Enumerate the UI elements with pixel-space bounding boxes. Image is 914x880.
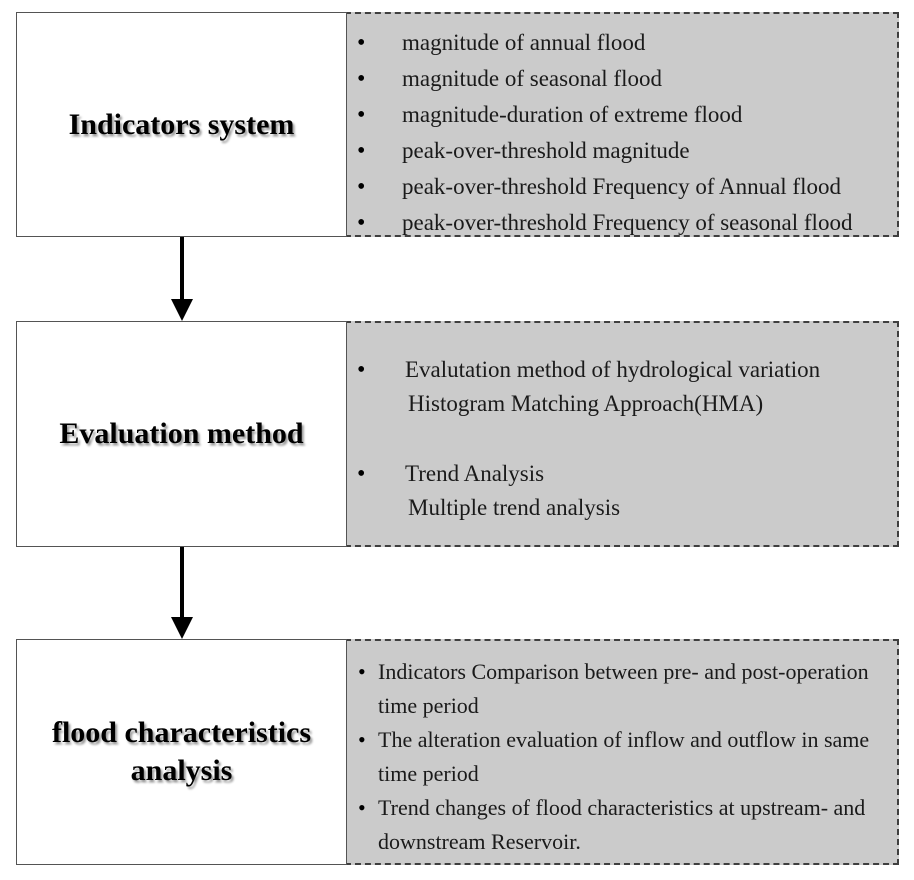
evaluation-method-panel: • Evalutation method of hydrological var… (345, 321, 899, 547)
list-item-text: The alteration evaluation of inflow and … (378, 727, 870, 752)
list-item-text: peak-over-threshold magnitude (402, 138, 690, 163)
list-item: • Trend changes of flood characteristics… (347, 791, 897, 825)
list-item-text: Trend changes of flood characteristics a… (378, 795, 866, 820)
list-item: • peak-over-threshold Frequency of seaso… (347, 205, 897, 241)
row-evaluation-method: Evaluation method • Evalutation method o… (16, 321, 899, 547)
list-item-text: Evalutation method of hydrological varia… (405, 357, 821, 382)
evaluation-list: • Evalutation method of hydrological var… (347, 323, 897, 545)
bullet-icon: • (357, 102, 366, 128)
bullet-icon: • (358, 659, 366, 684)
flow-arrow-down-2 (171, 547, 193, 639)
bullet-icon: • (358, 727, 366, 752)
flow-arrow-down-1 (171, 237, 193, 321)
flood-characteristics-box: flood characteristics analysis (16, 639, 347, 865)
list-item-text: Trend Analysis (405, 461, 545, 486)
bullet-icon: • (357, 174, 366, 200)
list-item-continuation: time period (347, 689, 897, 723)
bullet-icon: • (357, 66, 366, 92)
list-item-text: Multiple trend analysis (408, 495, 621, 520)
evaluation-method-title: Evaluation method (59, 415, 303, 453)
list-item-text: Indicators Comparison between pre- and p… (378, 659, 869, 684)
bullet-icon: • (358, 795, 366, 820)
evaluation-method-box: Evaluation method (16, 321, 347, 547)
bullet-icon: • (357, 210, 366, 236)
list-item: • Indicators Comparison between pre- and… (347, 655, 897, 689)
list-item: • The alteration evaluation of inflow an… (347, 723, 897, 757)
title-line: Indicators system (68, 107, 295, 141)
list-item: • peak-over-threshold Frequency of Annua… (347, 169, 897, 205)
indicators-system-title: Indicators system (69, 106, 295, 144)
flood-characteristics-title: flood characteristics analysis (52, 714, 311, 790)
bullet-icon: • (357, 138, 366, 164)
arrow-head-icon (171, 617, 193, 639)
list-item: • magnitude of annual flood (347, 25, 897, 61)
list-item-group: • Trend Analysis Multiple trend analysis (347, 457, 897, 525)
bullet-icon: • (357, 461, 366, 487)
list-item-continuation: Histogram Matching Approach(HMA) (347, 387, 897, 421)
list-item-text: time period (378, 761, 479, 786)
bullet-icon: • (357, 357, 366, 383)
list-item-text: magnitude of seasonal flood (402, 66, 662, 91)
bullet-icon: • (357, 30, 366, 56)
list-item-group: • Evalutation method of hydrological var… (347, 353, 897, 421)
arrow-shaft (180, 237, 184, 301)
flood-analysis-list: • Indicators Comparison between pre- and… (347, 641, 897, 863)
list-item-text: magnitude-duration of extreme flood (402, 102, 743, 127)
list-item-text: magnitude of annual flood (402, 30, 646, 55)
list-item-text: peak-over-threshold Frequency of seasona… (402, 210, 853, 235)
title-line: flood characteristics (51, 716, 312, 749)
arrow-head-icon (171, 299, 193, 321)
list-item-continuation: downstream Reservoir. (347, 825, 897, 859)
list-item: • magnitude-duration of extreme flood (347, 97, 897, 133)
indicators-list: • magnitude of annual flood • magnitude … (347, 14, 897, 236)
arrow-shaft (180, 547, 184, 619)
list-item: • peak-over-threshold magnitude (347, 133, 897, 169)
list-item-continuation: time period (347, 757, 897, 791)
list-item-text: downstream Reservoir. (378, 829, 581, 854)
indicators-system-panel: • magnitude of annual flood • magnitude … (345, 12, 899, 237)
title-line: Evaluation method (59, 417, 304, 450)
list-item-text: Histogram Matching Approach(HMA) (408, 391, 764, 416)
row-flood-characteristics-analysis: flood characteristics analysis • Indicat… (16, 639, 899, 865)
list-item: • Trend Analysis (347, 457, 897, 491)
list-item-continuation: Multiple trend analysis (347, 491, 897, 525)
indicators-system-box: Indicators system (16, 12, 347, 237)
flood-characteristics-panel: • Indicators Comparison between pre- and… (345, 639, 899, 865)
list-item-text: time period (378, 693, 479, 718)
list-item: • magnitude of seasonal flood (347, 61, 897, 97)
list-item-text: peak-over-threshold Frequency of Annual … (402, 174, 841, 199)
row-indicators-system: Indicators system • magnitude of annual … (16, 12, 899, 237)
list-item: • Evalutation method of hydrological var… (347, 353, 897, 387)
title-line: analysis (130, 754, 233, 787)
